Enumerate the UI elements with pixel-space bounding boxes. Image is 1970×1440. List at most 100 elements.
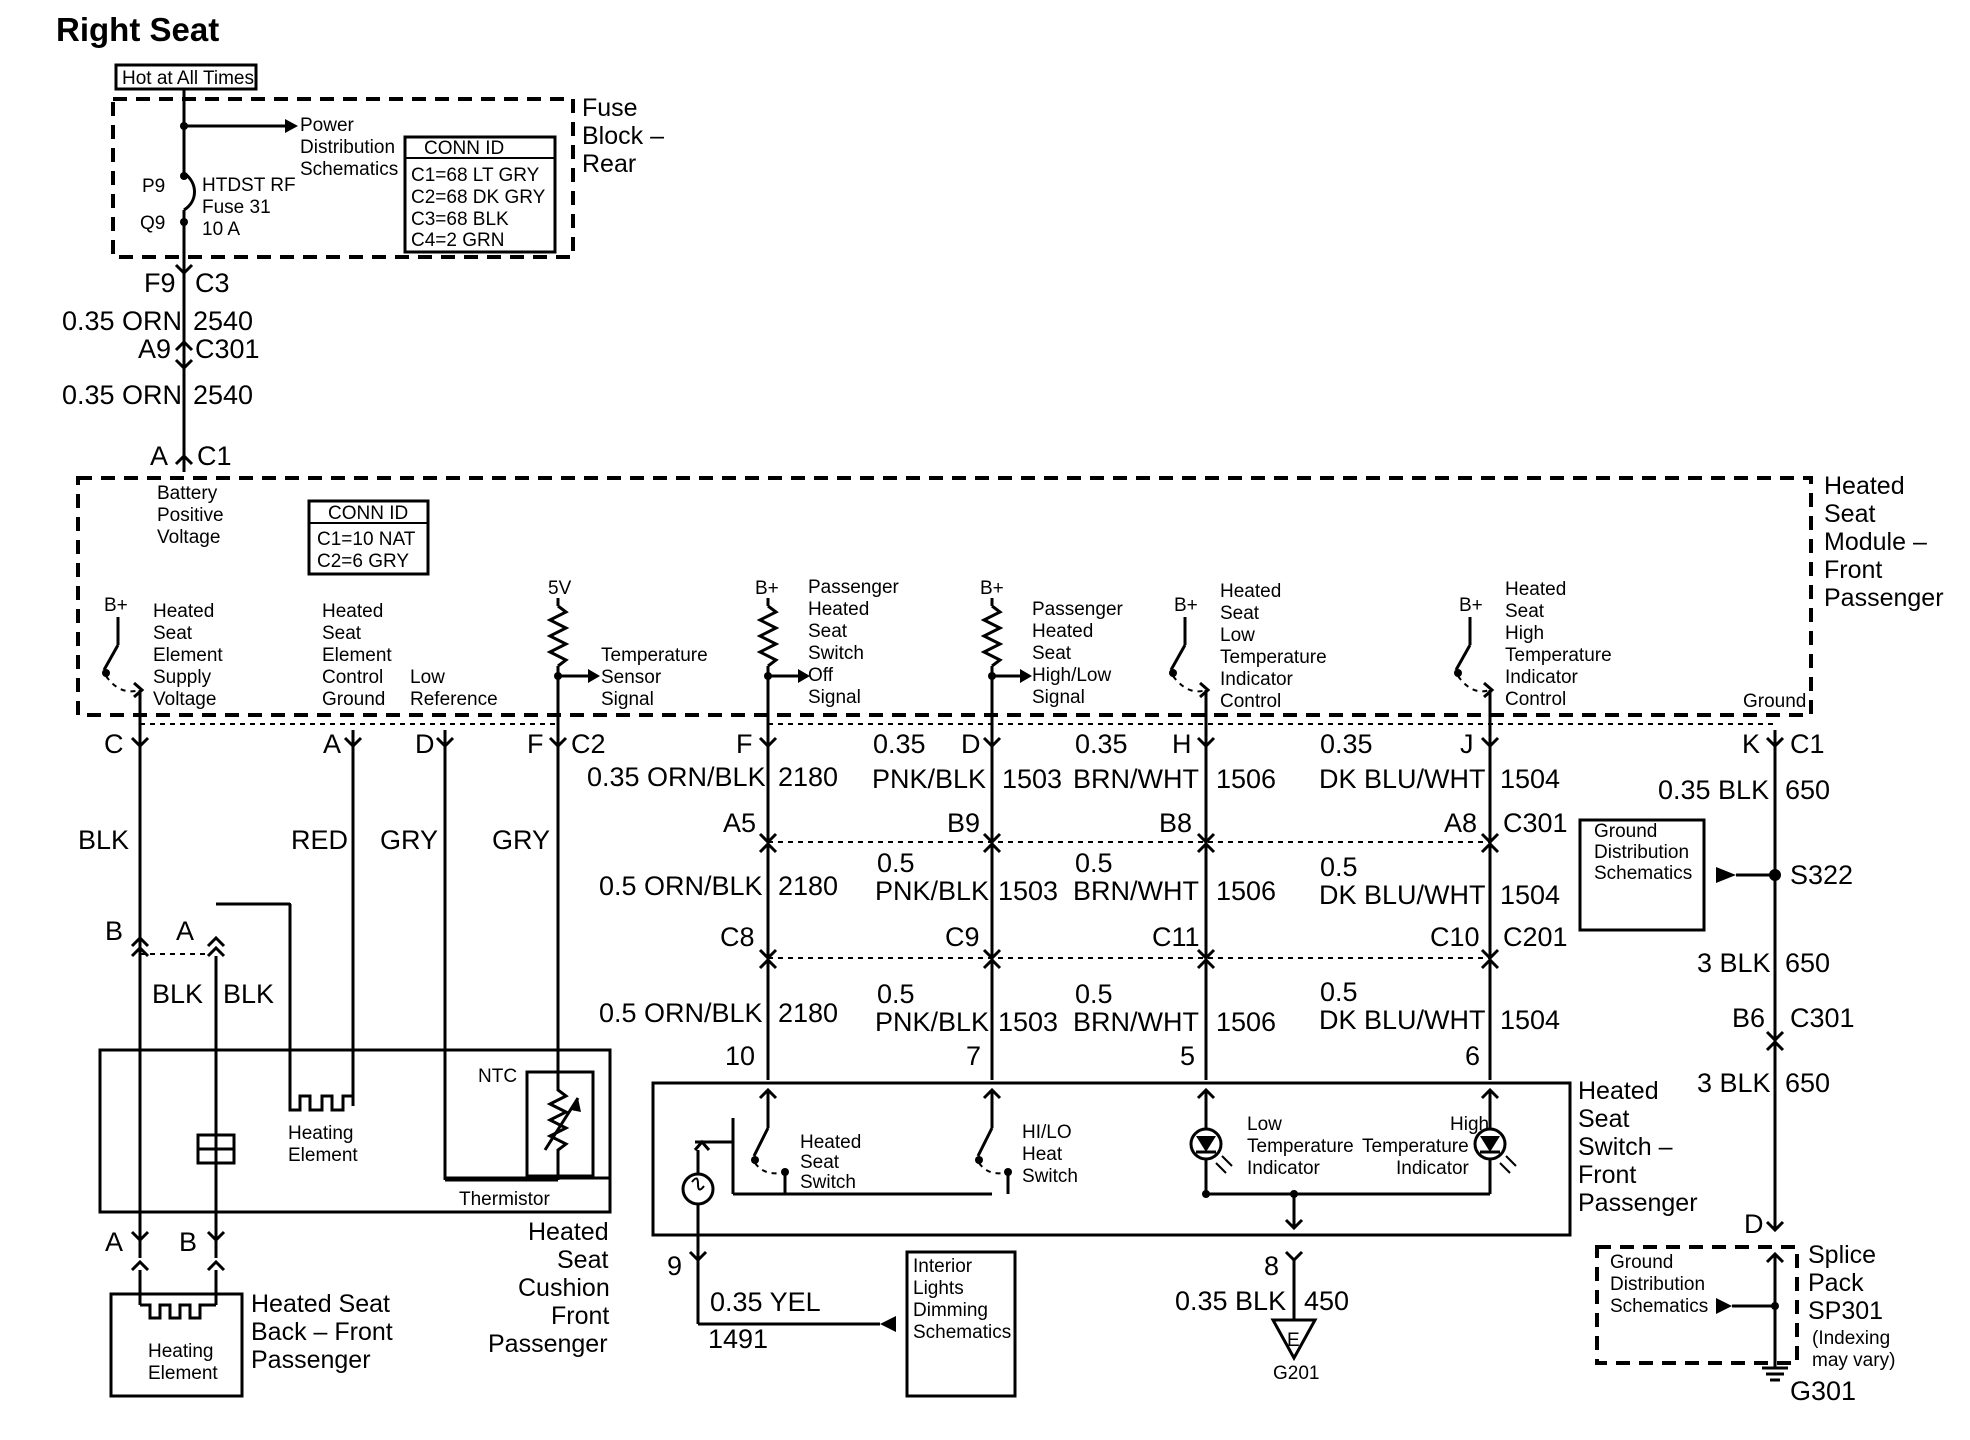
svg-text:NTC: NTC <box>478 1066 517 1087</box>
svg-text:B6: B6 <box>1732 1003 1765 1033</box>
svg-text:GRY: GRY <box>380 825 438 855</box>
svg-text:2540: 2540 <box>193 306 253 336</box>
svg-text:C201: C201 <box>1503 922 1568 952</box>
interior-lights-dimming-box <box>905 1250 1017 1398</box>
hot-at-all-times-label: Hot at All Times <box>122 68 254 89</box>
heating-element-icon <box>288 1094 355 1112</box>
svg-text:0.5: 0.5 <box>1320 977 1358 1007</box>
svg-text:0.35 ORN/BLK: 0.35 ORN/BLK <box>587 762 766 792</box>
svg-text:1506: 1506 <box>1216 876 1276 906</box>
svg-text:GRY: GRY <box>492 825 550 855</box>
ntc-thermistor-icon <box>525 1070 595 1178</box>
svg-text:Signal: Signal <box>1032 687 1085 708</box>
svg-text:Sensor: Sensor <box>601 667 662 688</box>
svg-text:Temperature: Temperature <box>1247 1136 1354 1157</box>
svg-text:Passenger: Passenger <box>488 1330 608 1358</box>
svg-text:Passenger: Passenger <box>1032 599 1124 620</box>
svg-text:BLK: BLK <box>152 979 203 1009</box>
svg-text:F: F <box>736 729 753 759</box>
heated-seat-back: Heating Element Heated Seat Back – Front… <box>109 1270 393 1398</box>
svg-text:1491: 1491 <box>708 1324 768 1354</box>
svg-text:0.5: 0.5 <box>1075 848 1113 878</box>
svg-text:9: 9 <box>667 1251 682 1281</box>
svg-text:0.5: 0.5 <box>877 848 915 878</box>
svg-text:650: 650 <box>1785 775 1830 805</box>
svg-text:Low: Low <box>1247 1114 1282 1135</box>
ground-distribution-box <box>1578 818 1706 932</box>
svg-text:7: 7 <box>966 1041 981 1071</box>
svg-text:Front: Front <box>551 1302 609 1330</box>
svg-text:0.35: 0.35 <box>1075 729 1128 759</box>
svg-text:Heated: Heated <box>1824 472 1905 500</box>
svg-text:Control: Control <box>1220 691 1281 712</box>
cushion-outline <box>98 1048 612 1214</box>
svg-text:Temperature: Temperature <box>1362 1136 1469 1157</box>
svg-text:RED: RED <box>291 825 348 855</box>
svg-text:Voltage: Voltage <box>157 527 220 548</box>
svg-text:D: D <box>961 729 981 759</box>
svg-text:Element: Element <box>322 645 392 666</box>
svg-text:Passenger: Passenger <box>808 577 900 598</box>
svg-text:Distribution: Distribution <box>1594 842 1689 863</box>
svg-text:C1=10 NAT: C1=10 NAT <box>317 529 416 550</box>
svg-text:Ground: Ground <box>322 689 385 710</box>
svg-text:Switch: Switch <box>800 1172 856 1193</box>
svg-text:1506: 1506 <box>1216 764 1276 794</box>
svg-text:2180: 2180 <box>778 762 838 792</box>
svg-text:Low: Low <box>1220 625 1255 646</box>
svg-text:1504: 1504 <box>1500 764 1560 794</box>
svg-text:650: 650 <box>1785 1068 1830 1098</box>
svg-text:Indicator: Indicator <box>1505 667 1579 688</box>
svg-text:DK BLU/WHT: DK BLU/WHT <box>1319 764 1486 794</box>
svg-text:may vary): may vary) <box>1812 1350 1895 1371</box>
svg-text:Heated: Heated <box>800 1132 861 1153</box>
svg-text:Temperature: Temperature <box>601 645 708 666</box>
svg-text:BLK: BLK <box>223 979 274 1009</box>
svg-text:B8: B8 <box>1159 808 1192 838</box>
svg-text:C2=6 GRY: C2=6 GRY <box>317 551 409 572</box>
svg-text:Rear: Rear <box>582 150 636 178</box>
svg-text:C10: C10 <box>1430 922 1480 952</box>
svg-text:PNK/BLK: PNK/BLK <box>875 1007 989 1037</box>
svg-text:Seat: Seat <box>1578 1105 1629 1133</box>
svg-text:Battery: Battery <box>157 483 218 504</box>
svg-text:BRN/WHT: BRN/WHT <box>1073 1007 1199 1037</box>
svg-text:0.35 BLK: 0.35 BLK <box>1658 775 1769 805</box>
svg-text:PNK/BLK: PNK/BLK <box>875 876 989 906</box>
svg-text:0.35 BLK: 0.35 BLK <box>1175 1286 1286 1316</box>
svg-text:Seat: Seat <box>153 623 193 644</box>
svg-text:Voltage: Voltage <box>153 689 216 710</box>
svg-text:C1: C1 <box>197 441 232 471</box>
svg-text:1504: 1504 <box>1500 1005 1560 1035</box>
svg-text:Reference: Reference <box>410 689 498 710</box>
thermistor-box <box>443 1048 612 1180</box>
svg-text:Seat: Seat <box>557 1246 608 1274</box>
svg-text:G201: G201 <box>1273 1363 1319 1384</box>
svg-text:Positive: Positive <box>157 505 224 526</box>
svg-text:0.35: 0.35 <box>1320 729 1373 759</box>
svg-text:C9: C9 <box>945 922 980 952</box>
svg-text:Signal: Signal <box>808 687 861 708</box>
svg-text:Front: Front <box>1824 556 1882 584</box>
heated-seat-cushion: Heating Element NTC Thermistor A B Heate… <box>98 1048 612 1358</box>
svg-text:Front: Front <box>1578 1161 1636 1189</box>
resistor-icon <box>546 604 570 668</box>
svg-text:HTDST RF: HTDST RF <box>202 175 296 196</box>
svg-text:Ground: Ground <box>1610 1252 1673 1273</box>
switch-signal-wires: 0.35 ORN/BLK 2180 0.35 PNK/BLK 1503 0.35… <box>587 729 1568 1080</box>
svg-text:450: 450 <box>1304 1286 1349 1316</box>
fuse-conn-id-box <box>403 135 557 254</box>
svg-text:0.5 ORN/BLK: 0.5 ORN/BLK <box>599 871 763 901</box>
svg-text:Ground: Ground <box>1743 691 1806 712</box>
svg-text:3 BLK: 3 BLK <box>1697 948 1771 978</box>
svg-text:0.35 ORN: 0.35 ORN <box>62 380 182 410</box>
module-connector-pins: C A D F C2 F D H J K C1 <box>104 723 1825 759</box>
svg-text:Low: Low <box>410 667 445 688</box>
fuse-block-rear: Hot at All Times Power Distribution Sche… <box>111 63 664 259</box>
svg-text:C301: C301 <box>1790 1003 1855 1033</box>
svg-text:Switch –: Switch – <box>1578 1133 1673 1161</box>
seat-switch-icon <box>751 1156 759 1164</box>
svg-text:Heated: Heated <box>1578 1077 1659 1105</box>
svg-text:Cushion: Cushion <box>518 1274 610 1302</box>
svg-text:Heated: Heated <box>322 601 383 622</box>
